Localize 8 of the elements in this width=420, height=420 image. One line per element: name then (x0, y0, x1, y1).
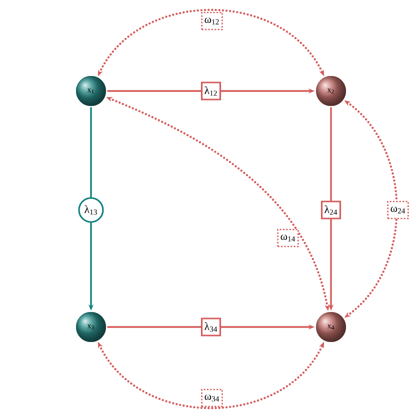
edge-label: λ$_{24}$ (320, 200, 342, 220)
edge-label: ω$_{12}$ (201, 12, 223, 30)
edge-label: λ$_{12}$ (200, 82, 222, 100)
edge-label: ω$_{14}$ (277, 228, 299, 248)
edge-label: ω$_{24}$ (387, 200, 409, 220)
edge-label: λ$_{34}$ (200, 318, 222, 336)
edge-label: λ$_{13}$ (78, 197, 104, 223)
edge-label: ω$_{34}$ (201, 388, 223, 408)
